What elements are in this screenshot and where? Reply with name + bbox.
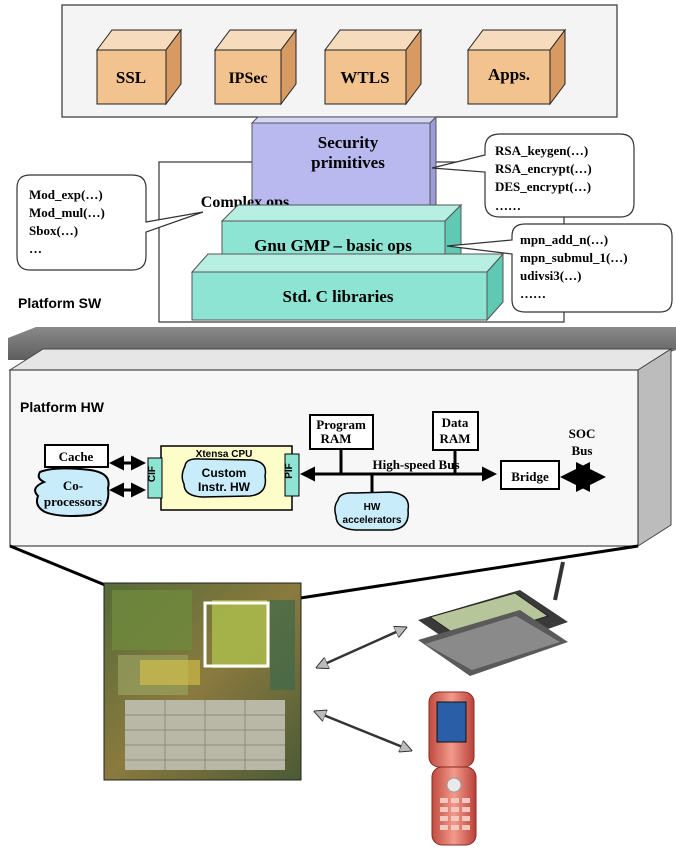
arrow-chip-communicator — [318, 628, 405, 667]
callout-left-line2: Mod_mul(…) — [29, 205, 105, 220]
app-label-wtls: WTLS — [340, 68, 389, 87]
callout-br-line3: udivsi3(…) — [520, 268, 581, 283]
bridge-label: Bridge — [511, 469, 549, 484]
cache-label: Cache — [59, 449, 94, 464]
callout-tr-line3: DES_encrypt(…) — [495, 179, 591, 194]
callout-br-line1: mpn_add_n(…) — [520, 232, 608, 247]
callout-top-right: RSA_keygen(…) RSA_encrypt(…) DES_encrypt… — [431, 133, 635, 218]
callout-br-line4: …… — [520, 286, 546, 301]
cif-box — [147, 457, 163, 499]
app-label-apps: Apps. — [488, 65, 530, 84]
soc-bus-line2: Bus — [572, 443, 593, 458]
platform-hw-label: Platform HW — [20, 399, 105, 415]
data-ram-line1: Data — [442, 415, 469, 430]
callout-left-line3: Sbox(…) — [29, 223, 78, 238]
callout-tr-line2: RSA_encrypt(…) — [495, 161, 592, 176]
hw-acc-label-line2: accelerators — [343, 515, 402, 526]
security-label-line1: Security — [318, 133, 379, 152]
app-label-ipsec: IPSec — [228, 70, 267, 87]
coprocessors-blob — [34, 467, 110, 517]
flip-phone-image — [428, 691, 477, 846]
cache-box — [44, 444, 109, 468]
callout-left: Mod_exp(…) Mod_mul(…) Sbox(…) … — [16, 174, 204, 271]
custom-instr-label-line1: Custom — [202, 466, 247, 480]
app-cube-ipsec: IPSec — [214, 28, 297, 106]
app-cube-apps: Apps. — [467, 28, 566, 106]
bus-label: High-speed Bus — [372, 457, 459, 472]
custom-instr-label-line2: Instr. HW — [198, 480, 251, 494]
callout-br-line2: mpn_submul_1(…) — [520, 250, 628, 265]
chip-die-image — [103, 582, 302, 781]
security-label-line2: primitives — [311, 153, 385, 172]
callout-tr-line1: RSA_keygen(…) — [495, 143, 588, 158]
gmp-label: Gnu GMP – basic ops — [254, 236, 412, 255]
program-ram-line1: Program — [316, 417, 366, 432]
cif-label: CIF — [147, 466, 158, 482]
xtensa-cpu-label: Xtensa CPU — [196, 449, 253, 460]
projection-line-right — [267, 544, 639, 605]
hw-acc-label-line1: HW — [364, 502, 381, 513]
pif-label: PIF — [284, 463, 295, 479]
soc-bus-line1: SOC — [569, 426, 596, 441]
custom-instr-blob — [181, 458, 267, 498]
coprocessors-label-line2: processors — [44, 494, 102, 509]
program-ram-line2: RAM — [320, 431, 351, 446]
data-ram-line2: RAM — [439, 431, 470, 446]
app-cube-wtls: WTLS — [324, 28, 422, 106]
callout-tr-line4: …… — [495, 198, 521, 213]
stdc-box: Std. C libraries — [190, 252, 505, 322]
stdc-label: Std. C libraries — [283, 287, 394, 306]
coprocessors-label-line1: Co- — [63, 478, 83, 493]
bridge-box — [500, 460, 560, 490]
callout-left-line1: Mod_exp(…) — [29, 187, 103, 202]
communicator-phone-image — [418, 561, 568, 676]
pif-box — [284, 453, 300, 497]
arrow-chip-flipphone — [316, 712, 410, 750]
app-label-ssl: SSL — [116, 68, 146, 87]
program-ram-box — [309, 414, 374, 450]
callout-left-line4: … — [29, 241, 42, 256]
data-ram-box — [432, 411, 479, 451]
projection-line-left — [9, 544, 106, 587]
hw-accelerators-blob — [334, 491, 410, 531]
platform-sw-label: Platform SW — [18, 295, 102, 311]
callout-bottom-right: mpn_add_n(…) mpn_submul_1(…) udivsi3(…) … — [446, 223, 673, 313]
app-cube-ssl: SSL — [96, 28, 182, 106]
